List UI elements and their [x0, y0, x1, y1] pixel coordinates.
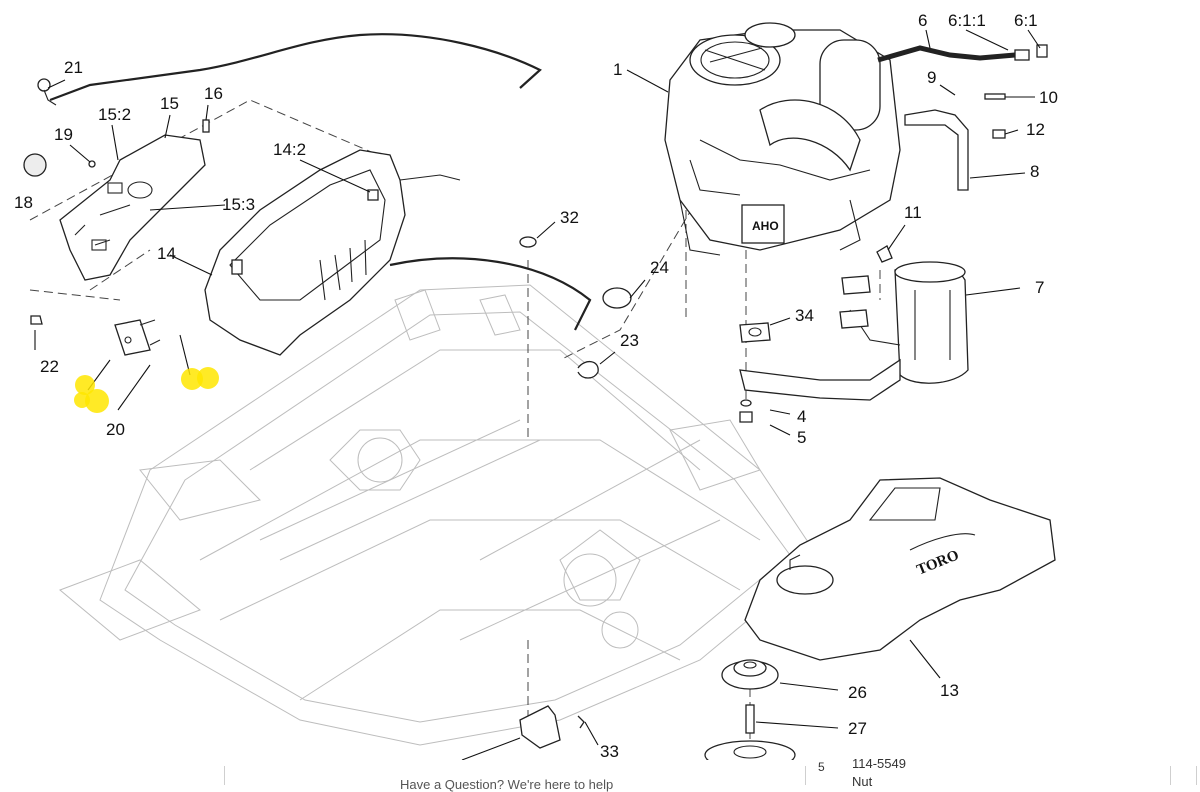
callout-33: 33	[600, 742, 619, 761]
fuel-tank	[204, 149, 461, 356]
parts-row-qty: 5	[818, 760, 825, 774]
bottom-info-bar: Have a Question? We're here to help 5 11…	[0, 756, 1200, 792]
mower-frame	[59, 284, 821, 746]
bolt-10	[984, 93, 1006, 100]
callout-5: 5	[797, 428, 806, 447]
divider	[224, 766, 225, 785]
seat-shroud: TORO	[744, 477, 1056, 661]
callout-26: 26	[848, 683, 867, 702]
screw-33	[577, 715, 585, 729]
pin-27	[745, 704, 755, 734]
callout-11: 11	[904, 203, 922, 222]
divider	[1196, 766, 1197, 785]
fuel-line	[877, 44, 1048, 63]
bracket-20	[114, 319, 161, 356]
callout-15-3: 15:3	[222, 195, 255, 214]
callout-19: 19	[54, 125, 73, 144]
muffler	[739, 261, 969, 401]
callout-21: 21	[64, 58, 83, 77]
cables	[49, 33, 592, 331]
callout-labels: 1 4 5 6 6:1:1 6:1 7 8 9 10 12 11 13 14 1…	[14, 11, 1058, 778]
ball-18	[23, 153, 47, 177]
callout-14-2: 14:2	[273, 140, 306, 159]
clip-21	[37, 78, 57, 106]
bracket-30	[519, 705, 561, 749]
divider	[805, 766, 806, 785]
callout-6: 6	[918, 11, 927, 30]
callout-16: 16	[204, 84, 223, 103]
washer-nut	[739, 399, 753, 423]
callout-1: 1	[613, 60, 622, 79]
callout-6-1: 6:1	[1014, 11, 1038, 30]
callout-9: 9	[927, 68, 936, 87]
bolt-12	[992, 129, 1006, 139]
callout-10: 10	[1039, 88, 1058, 107]
parts-row-part-number: 114-5549	[852, 756, 906, 771]
callout-27: 27	[848, 719, 867, 738]
clamp-23	[577, 361, 599, 379]
fuel-plate	[59, 134, 206, 281]
callout-12: 12	[1026, 120, 1045, 139]
callout-13: 13	[940, 681, 959, 700]
callout-7: 7	[1035, 278, 1044, 297]
divider	[1170, 766, 1171, 785]
callout-14: 14	[157, 244, 176, 263]
callout-34: 34	[795, 306, 814, 325]
leader-lines	[34, 29, 1041, 761]
clamp-24	[602, 287, 632, 309]
callout-4: 4	[797, 407, 806, 426]
screw-16	[202, 119, 210, 133]
callout-22: 22	[40, 357, 59, 376]
parts-row-description: Nut	[852, 774, 873, 789]
callout-15: 15	[160, 94, 179, 113]
gas-cap	[721, 659, 779, 690]
callout-23: 23	[620, 331, 639, 350]
engine-assembly: AHO	[664, 22, 901, 256]
callout-18: 18	[14, 193, 33, 212]
grommet-32	[519, 236, 537, 248]
muffler-bracket	[904, 109, 969, 191]
yellow-highlights	[74, 367, 219, 413]
engine-logo-text: AHO	[752, 219, 779, 233]
callout-6-1-1: 6:1:1	[948, 11, 986, 30]
gaskets	[739, 275, 871, 343]
nut-22	[30, 315, 43, 325]
screw-19	[88, 160, 96, 168]
callout-24: 24	[650, 258, 669, 277]
callout-32: 32	[560, 208, 579, 227]
callout-20: 20	[106, 420, 125, 439]
callout-15-2: 15:2	[98, 105, 131, 124]
callout-8: 8	[1030, 162, 1039, 181]
